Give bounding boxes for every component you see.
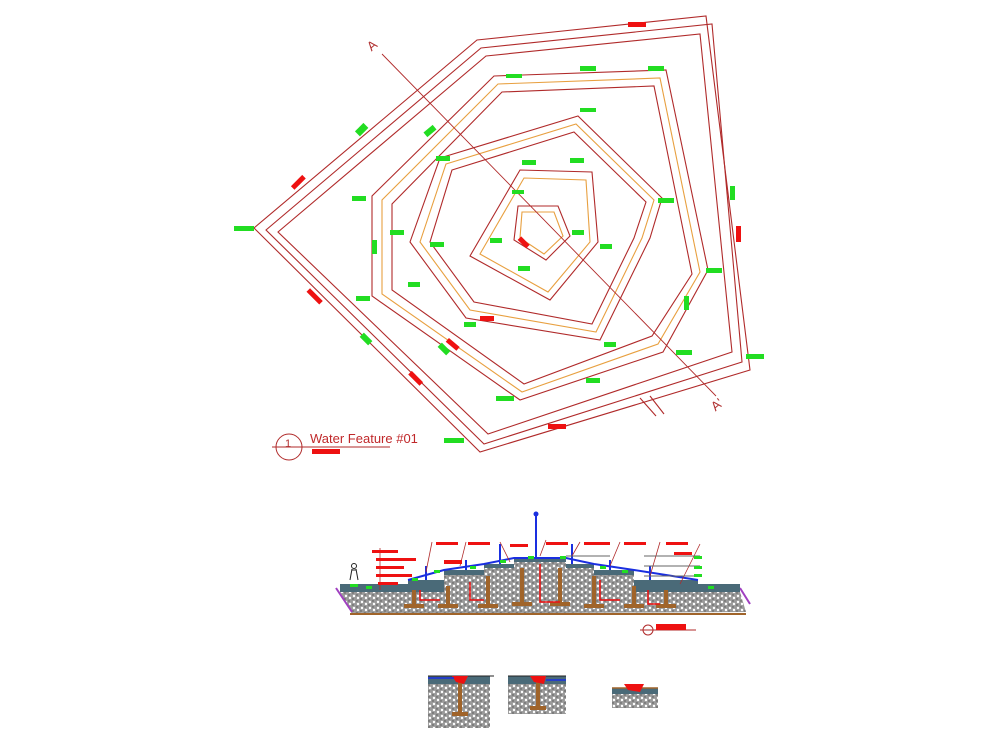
section-cut-line [381,53,717,397]
section-cut-labels: A A' [364,37,726,414]
scale-figure-icon [349,563,359,581]
section-label-start: A [364,37,381,54]
detail-1 [428,675,494,728]
drawing-title-block [272,433,390,461]
detail-2 [508,675,566,714]
plan-tags [234,22,764,443]
detail-number: 1 [285,438,292,450]
terrace-outline-3 [409,115,663,341]
terrace-outline-2 [371,69,709,401]
plan-view [253,15,751,453]
section-view [335,511,751,636]
detail-views [428,675,658,728]
drawing-title: Water Feature #01 [310,431,418,446]
detail-3 [612,684,658,708]
outer-wall-outline [253,15,751,453]
terrace-outline-4 [469,169,599,301]
section-label-end: A' [708,395,726,414]
inner-pool-outline [513,205,571,261]
